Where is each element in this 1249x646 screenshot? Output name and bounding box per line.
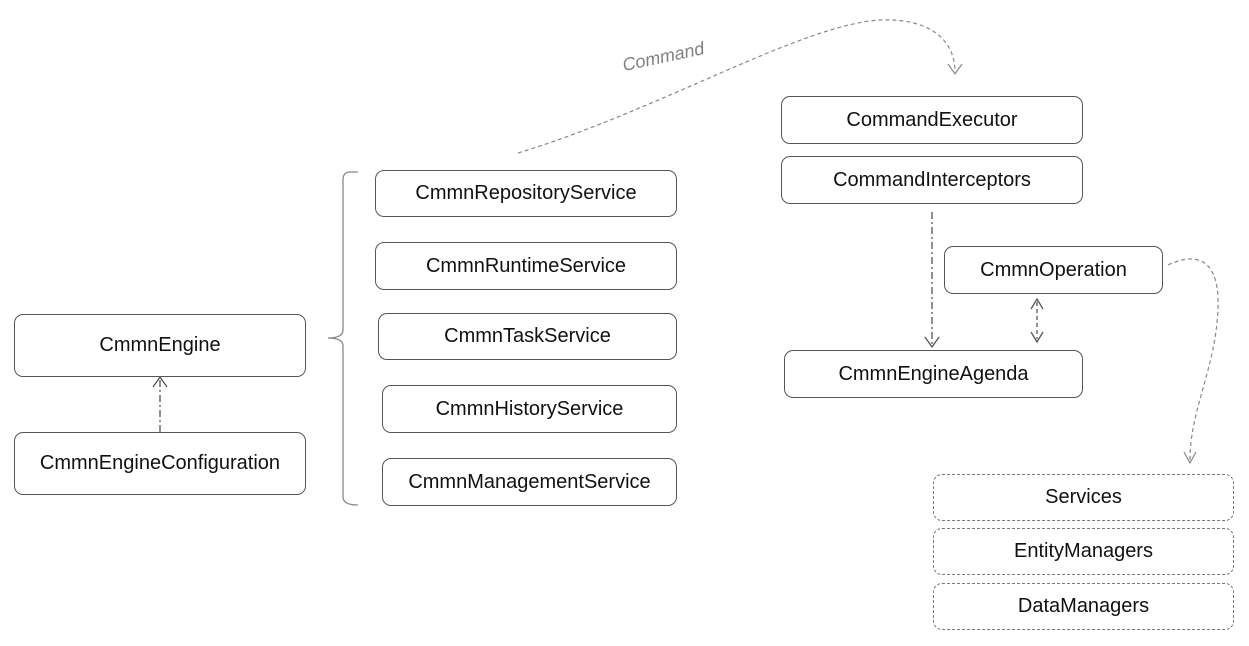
operation-agenda-arrowhead-up — [1030, 297, 1044, 310]
operation-to-internals-curve — [1167, 258, 1219, 461]
cmmn-management-service-box: CmmnManagementService — [382, 458, 677, 506]
operation-to-internals-arrowhead — [1183, 451, 1197, 465]
cmmn-operation-box: CmmnOperation — [944, 246, 1163, 294]
cmmn-engine-agenda-box: CmmnEngineAgenda — [784, 350, 1083, 398]
cmmn-engine-configuration-box: CmmnEngineConfiguration — [14, 432, 306, 495]
operation-agenda-arrowhead-down — [1030, 331, 1044, 344]
cmmn-runtime-service-box: CmmnRuntimeService — [375, 242, 677, 290]
data-managers-box: DataManagers — [933, 583, 1234, 630]
entity-managers-box: EntityManagers — [933, 528, 1234, 575]
command-interceptors-box: CommandInterceptors — [781, 156, 1083, 204]
cmmn-repository-service-box: CmmnRepositoryService — [375, 170, 677, 217]
services-brace — [327, 171, 359, 506]
command-arrowhead — [947, 63, 963, 76]
cmmn-engine-box: CmmnEngine — [14, 314, 306, 377]
command-curve-arrow — [517, 19, 956, 154]
interceptors-to-agenda-arrowhead — [924, 336, 940, 349]
cmmn-history-service-box: CmmnHistoryService — [382, 385, 677, 433]
services-internal-box: Services — [933, 474, 1234, 521]
command-executor-box: CommandExecutor — [781, 96, 1083, 144]
config-to-engine-arrowhead — [152, 375, 168, 388]
cmmn-task-service-box: CmmnTaskService — [378, 313, 677, 360]
